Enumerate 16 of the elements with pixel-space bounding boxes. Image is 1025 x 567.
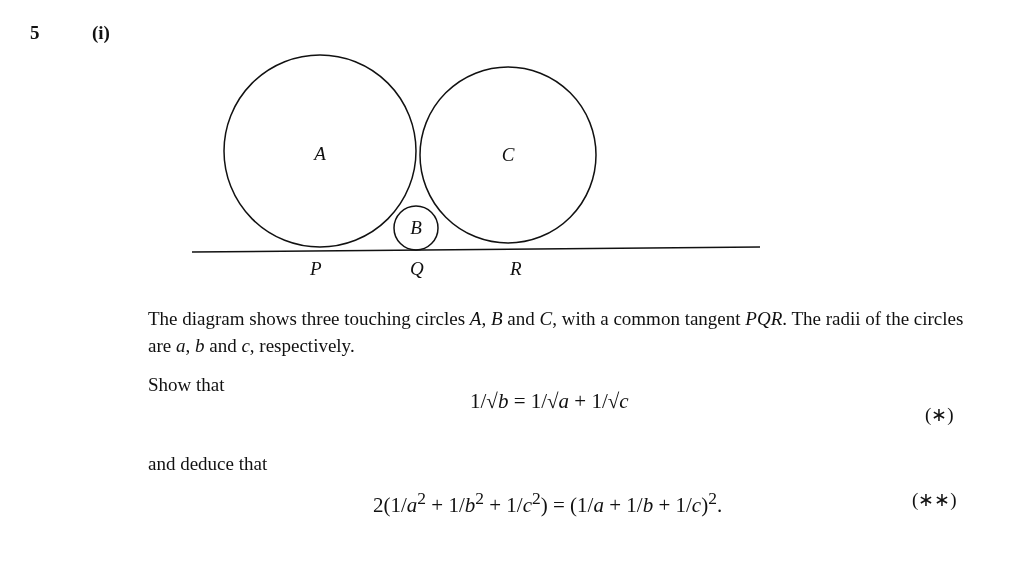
paragraph: The diagram shows three touching circles A, B and C, with a common tangent PQR. The radii of the circles are a, b and c, respectively. (148, 307, 965, 358)
instruction-text: and deduce that (148, 453, 268, 475)
equation-tag: (∗) (925, 403, 954, 426)
equation: 2(1/a$^{2}$ + 1/b$^{2}$ + 1/c$^{2}$) = (1/a + 1/b + 1/c)$^{2}$. (373, 488, 723, 518)
instruction-text: Show that (148, 374, 225, 396)
point-label: R (510, 258, 522, 280)
circle-label: B (409, 217, 423, 239)
circle-label: C (500, 144, 516, 166)
point-label: P (310, 258, 322, 280)
equation-tag: (∗∗) (912, 488, 957, 511)
part-number: (i) (92, 22, 110, 44)
circle (393, 205, 439, 251)
equation: 1/√b = 1/√a + 1/√c (470, 389, 629, 414)
point-label: Q (410, 258, 424, 280)
circle-label: A (312, 143, 327, 165)
question-number: 5 (30, 22, 40, 44)
